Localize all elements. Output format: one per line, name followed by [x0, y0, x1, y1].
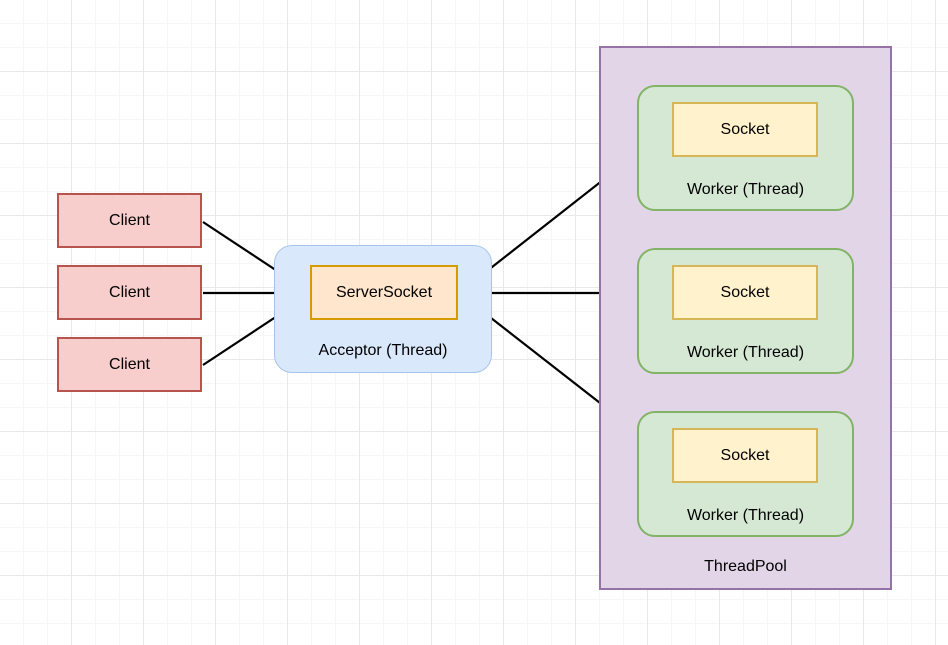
- socket-label-1: Socket: [720, 120, 770, 138]
- serversocket-box[interactable]: ServerSocket: [310, 265, 458, 320]
- socket-label-3: Socket: [720, 446, 770, 464]
- worker-label-2: Worker (Thread): [686, 343, 805, 361]
- client-box-2[interactable]: Client: [57, 265, 202, 320]
- client-label-1: Client: [109, 211, 150, 229]
- serversocket-label: ServerSocket: [335, 283, 433, 301]
- acceptor-label: Acceptor (Thread): [318, 341, 448, 359]
- client-box-1[interactable]: Client: [57, 193, 202, 248]
- client-label-3: Client: [109, 355, 150, 373]
- socket-box-2[interactable]: Socket: [672, 265, 818, 320]
- socket-label-2: Socket: [720, 283, 770, 301]
- socket-box-1[interactable]: Socket: [672, 102, 818, 157]
- client-label-2: Client: [109, 283, 150, 301]
- threadpool-label: ThreadPool: [704, 557, 787, 575]
- worker-label-3: Worker (Thread): [686, 506, 805, 524]
- socket-box-3[interactable]: Socket: [672, 428, 818, 483]
- client-box-3[interactable]: Client: [57, 337, 202, 392]
- worker-label-1: Worker (Thread): [686, 180, 805, 198]
